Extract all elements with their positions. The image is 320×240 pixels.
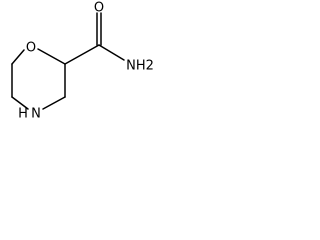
bond-c6-o: [11, 49, 25, 65]
bond-c2-carbonyl: [64, 44, 100, 65]
ring-nitrogen-label: N: [31, 107, 41, 122]
morpholine-carboxamide-structure: O N H O NH2: [11, 1, 154, 122]
amide-group-label: NH2: [126, 59, 154, 74]
bond-o-c2: [37, 48, 66, 65]
carbonyl-oxygen-label: O: [94, 1, 104, 16]
bond-n-c5: [11, 96, 29, 110]
bond-c3-n: [42, 96, 66, 110]
bond-carbonyl-amide-n: [98, 44, 125, 61]
ring-nitrogen-hydrogen-label: H: [18, 107, 28, 122]
ring-oxygen-label: O: [26, 41, 36, 56]
